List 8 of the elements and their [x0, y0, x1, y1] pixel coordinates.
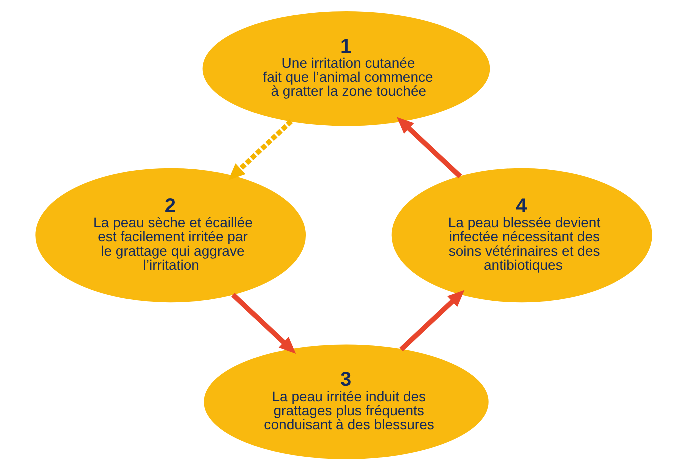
- node-ellipse: 2 La peau sèche et écaillée est facilement irritée par le grattage qui aggrave l’irritation: [36, 168, 306, 303]
- arrow: [397, 117, 462, 179]
- arrow: [228, 120, 294, 180]
- node-ellipse: 4 La peau blessée devient infectée nécessitant des soins vétérinaires et des antibiotiques: [392, 168, 652, 303]
- node-ellipse: 3 La peau irritée induit des grattages plus fréquents conduisant à des blessures: [204, 344, 489, 460]
- arrow: [400, 290, 465, 352]
- arrow: [232, 293, 296, 354]
- node-ellipse: 1 Une irritation cutanée fait que l’animal commence à gratter la zone touchée: [202, 12, 490, 126]
